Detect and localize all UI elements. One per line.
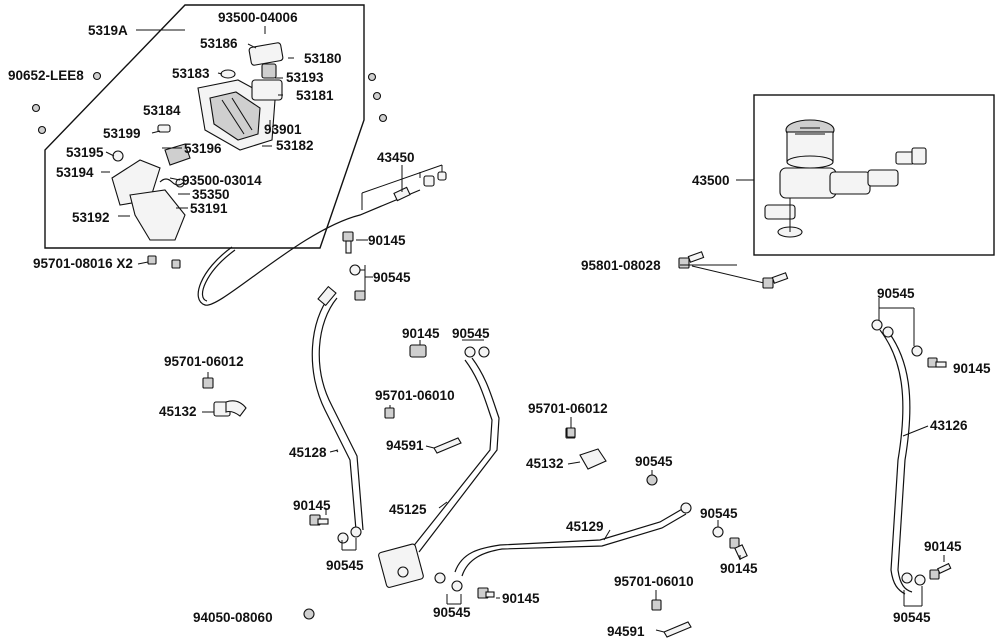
label-94591-center: 94591 (386, 438, 424, 453)
label-45128: 45128 (289, 445, 327, 460)
label-95801-08028: 95801-08028 (581, 258, 661, 273)
label-53196: 53196 (184, 141, 222, 156)
lower-leaders (202, 264, 737, 551)
label-53184: 53184 (143, 103, 181, 118)
nut-icons (31, 71, 388, 135)
label-95701-06010-center: 95701-06010 (375, 388, 455, 403)
washer-90545-center (646, 474, 658, 486)
label-45129: 45129 (566, 519, 604, 534)
label-43450: 43450 (377, 150, 415, 165)
bolt-90145-top (342, 231, 368, 254)
label-53194: 53194 (56, 165, 94, 180)
label-53183: 53183 (172, 66, 210, 81)
pedal-master-cylinder (220, 42, 284, 101)
label-90545-bottom: 90545 (433, 605, 471, 620)
label-93500-03014: 93500-03014 (182, 173, 262, 188)
washer-90545-top (349, 264, 373, 301)
label-90145-center-top: 90145 (402, 326, 440, 341)
label-5319a: 5319A (88, 23, 128, 38)
label-53181: 53181 (296, 88, 334, 103)
label-90145-right-center: 90145 (720, 561, 758, 576)
label-93500-04006: 93500-04006 (218, 10, 298, 25)
clamp-45132-left (202, 377, 247, 417)
master-cylinder-43500 (764, 119, 927, 238)
label-90545-right-center: 90545 (700, 506, 738, 521)
hose-45125 (378, 339, 500, 588)
label-53199: 53199 (103, 126, 141, 141)
label-53195: 53195 (66, 145, 104, 160)
label-90145-right-top: 90145 (953, 361, 991, 376)
label-43126: 43126 (930, 418, 968, 433)
hose-43126 (871, 298, 952, 607)
label-35350: 35350 (192, 187, 230, 202)
label-95701-06012-left: 95701-06012 (164, 354, 244, 369)
label-94050-08060: 94050-08060 (193, 610, 273, 625)
label-45125: 45125 (389, 502, 427, 517)
hose-45128 (309, 285, 364, 544)
label-53180: 53180 (304, 51, 342, 66)
label-45132-center: 45132 (526, 456, 564, 471)
part-labels: 5319A 93500-04006 53186 53180 53183 5319… (8, 10, 991, 639)
bolt-95701-06010-bottom (651, 590, 662, 611)
bolts-95701-08016 (137, 255, 181, 269)
bolt-95701-06010-center (384, 405, 395, 419)
label-90545-top: 90545 (373, 270, 411, 285)
pedal-bracket-plate (197, 79, 276, 151)
label-53192: 53192 (72, 210, 110, 225)
label-53193: 53193 (286, 70, 324, 85)
assembly-callout-frame (44, 4, 365, 249)
bolt-95801-08028 (678, 251, 789, 289)
clip-94591-bottom (655, 621, 692, 638)
label-94591-bottom: 94591 (607, 624, 645, 639)
clutch-cable-43450 (197, 164, 447, 306)
label-90545-center-top: 90545 (452, 326, 490, 341)
bolt-95701-06012-right (566, 427, 576, 438)
label-90652-lee8: 90652-LEE8 (8, 68, 84, 83)
label-90145-right-bottom: 90145 (924, 539, 962, 554)
label-90545-center: 90545 (635, 454, 673, 469)
label-90145-bottom: 90145 (502, 591, 540, 606)
label-95701-06012-right: 95701-06012 (528, 401, 608, 416)
hose-45129 (434, 502, 692, 605)
label-43500: 43500 (692, 173, 730, 188)
label-95701-08016-x2: 95701-08016 X2 (33, 256, 133, 271)
label-90545-right-top: 90545 (877, 286, 915, 301)
label-90145-left-bottom: 90145 (293, 498, 331, 513)
pedal-arm (111, 124, 191, 241)
label-53186: 53186 (200, 36, 238, 51)
label-93901: 93901 (264, 122, 302, 137)
bolt-washer-right-center (712, 520, 748, 560)
label-95701-06010-bottom: 95701-06010 (614, 574, 694, 589)
label-90545-left-bottom: 90545 (326, 558, 364, 573)
master-cylinder-inset-frame (753, 94, 995, 256)
assembly-leaders (101, 26, 294, 217)
clip-94591-center (425, 437, 462, 454)
label-53182: 53182 (276, 138, 314, 153)
label-45132-left: 45132 (159, 404, 197, 419)
nut-94050-08060 (303, 608, 315, 620)
label-90145-top: 90145 (368, 233, 406, 248)
label-53191: 53191 (190, 201, 228, 216)
label-90545-right-bottom: 90545 (893, 610, 931, 625)
